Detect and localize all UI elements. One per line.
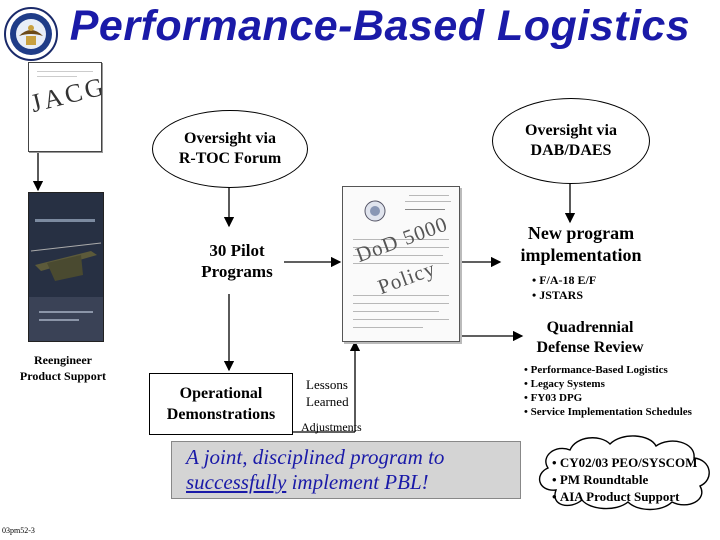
dab-line2: DAB/DAES — [530, 142, 612, 159]
list-item: JSTARS — [532, 288, 596, 303]
pbl-statement-line2: successfully implement PBL! — [186, 470, 429, 494]
qdr-bullets: Performance-Based Logistics Legacy Syste… — [524, 363, 692, 419]
pbl-statement-box: A joint, disciplined program to successf… — [171, 441, 521, 499]
rtoc-line1: Oversight via — [184, 130, 276, 147]
adjustments-label: Adjustments — [301, 420, 362, 434]
lessons-learned-label: Lessons Learned — [306, 377, 349, 409]
document-seal-icon — [364, 200, 386, 222]
list-item: AIA Product Support — [552, 488, 697, 505]
helicopter-book-image — [28, 192, 104, 342]
list-item: F/A-18 E/F — [532, 273, 596, 288]
pilot-programs-label: 30 Pilot Programs — [201, 241, 273, 281]
rtoc-line2: R-TOC Forum — [178, 150, 282, 167]
qdr-label: Quadrennial Defense Review — [536, 319, 644, 356]
pbl-statement-line1: A joint, disciplined program to — [186, 445, 445, 469]
list-item: CY02/03 PEO/SYSCOM — [552, 454, 698, 471]
list-item: PM Roundtable — [552, 471, 697, 488]
list-item: Service Implementation Schedules — [524, 405, 692, 419]
list-item: Performance-Based Logistics — [524, 363, 692, 377]
cloud-bullets: CY02/03 PEO/SYSCOM PM Roundtable AIA Pro… — [552, 454, 698, 505]
dod-5000-document: DoD 5000 Policy — [342, 186, 460, 342]
list-item: FY03 DPG — [524, 391, 692, 405]
successfully-underlined: successfully — [186, 470, 287, 494]
dab-oversight-oval: Oversight via DAB/DAES — [492, 98, 650, 184]
operational-demonstrations-box: Operational Demonstrations — [149, 373, 293, 435]
jacg-document: JACG — [28, 62, 102, 152]
dab-line1: Oversight via — [525, 122, 617, 139]
new-program-label: New program implementation — [520, 223, 642, 265]
reengineer-label: Reengineer Product Support — [19, 353, 107, 383]
rtoc-oversight-oval: Oversight via R-TOC Forum — [152, 110, 308, 188]
list-item: Legacy Systems — [524, 377, 692, 391]
dod-seal-logo — [4, 7, 58, 61]
jacg-text: JACG — [28, 71, 102, 119]
page-title: Performance-Based Logistics — [69, 2, 691, 50]
footer-code: 03pm52-3 — [2, 526, 35, 535]
new-program-bullets: F/A-18 E/F JSTARS — [532, 273, 596, 303]
